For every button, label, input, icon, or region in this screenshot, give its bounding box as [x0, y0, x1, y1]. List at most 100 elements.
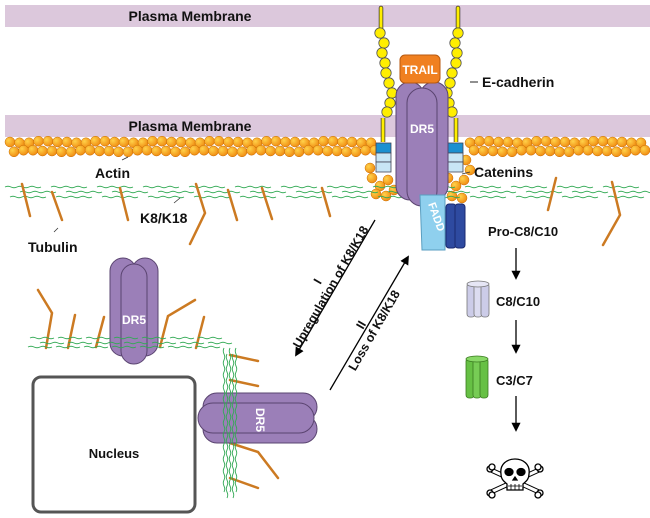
actin-bead — [620, 146, 632, 158]
actin-bead — [246, 144, 257, 156]
actin-bead — [516, 144, 527, 156]
actin-bead — [573, 144, 584, 156]
keratin-filament — [234, 347, 238, 493]
keratin-filament — [571, 190, 609, 194]
keratin-filament — [111, 345, 137, 349]
keratin-filament — [231, 353, 235, 499]
e-cadherin-domain — [380, 67, 392, 79]
keratin-filament — [222, 347, 226, 493]
keratin-filament — [151, 341, 177, 345]
actin-bead — [341, 146, 352, 158]
e-cadherin-domain — [446, 67, 458, 79]
actin-bead — [274, 145, 286, 157]
actin-bead — [346, 136, 358, 148]
actin-bead — [4, 136, 16, 148]
keratin-filament — [525, 190, 563, 194]
dr5-nuclear-receptor: DR5 — [197, 392, 318, 444]
actin-bead — [487, 145, 499, 157]
keratin-filament — [479, 190, 517, 194]
tubulin-rod — [20, 182, 32, 218]
actin-bead — [366, 172, 378, 184]
svg-text:I Upregulation of K8/K18: I Upregulation of K8/K18 — [278, 217, 371, 351]
plasma-membrane-top-label: Plasma Membrane — [129, 8, 252, 24]
actin-bead — [99, 135, 111, 147]
tubulin-rod — [226, 188, 239, 222]
actin-bead — [458, 174, 470, 186]
dr5-membrane-label: DR5 — [410, 122, 434, 136]
actin-bead — [468, 144, 480, 156]
catenins-right — [447, 142, 464, 173]
perinuclear-keratin-front — [222, 347, 238, 499]
actin-bead — [27, 144, 39, 156]
keratin-filament — [50, 185, 88, 189]
e-cadherin-domain — [378, 37, 390, 49]
fadd-adaptor: FADD — [419, 194, 447, 251]
e-cadherin-domain — [376, 47, 388, 59]
nucleus-label: Nucleus — [89, 446, 140, 461]
actin-bead — [46, 145, 58, 157]
actin-bead — [284, 146, 295, 158]
e-cadherin-domain — [381, 106, 393, 118]
keratin-filament — [179, 341, 205, 345]
keratin-filament — [141, 336, 167, 340]
actin-bead — [550, 136, 561, 148]
perinuclear-keratin — [27, 336, 233, 349]
actin-bead — [170, 146, 181, 158]
actin-bead — [559, 136, 571, 148]
actin-bead — [478, 145, 489, 157]
actin-bead — [350, 146, 362, 158]
actin-bead — [360, 144, 371, 156]
keratin-filament — [65, 190, 103, 194]
actin-filament-layer — [4, 135, 650, 204]
svg-text:II Loss of K8/K18: II Loss of K8/K18 — [334, 281, 403, 373]
actin-bead — [597, 135, 609, 147]
tubulin-rod — [228, 441, 280, 480]
actin-bead — [61, 136, 73, 148]
actin-bead — [208, 145, 219, 157]
actin-bead — [141, 144, 153, 156]
actin-bead — [327, 135, 339, 147]
actin-bead — [322, 145, 333, 157]
actin-bead — [588, 135, 599, 147]
keratin-filament — [515, 195, 553, 199]
actin-bead — [289, 136, 301, 148]
actin-bead — [630, 144, 641, 156]
actin-bead — [236, 146, 248, 158]
plasma-membrane-bottom-label: Plasma Membrane — [129, 118, 252, 134]
tubulin-rod — [228, 353, 260, 363]
keratin-filament — [295, 190, 333, 194]
actin-bead — [109, 136, 120, 148]
actin-bead — [531, 135, 542, 147]
actin-bead — [331, 145, 343, 157]
actin-bead — [563, 146, 575, 158]
actin-bead — [18, 144, 29, 156]
actin-bead — [147, 135, 158, 147]
keratin-filament — [19, 190, 57, 194]
e-cadherin-domain — [451, 47, 463, 59]
actin-bead — [175, 136, 187, 148]
actin-bead — [592, 145, 603, 157]
keratin-filament — [167, 345, 193, 349]
actin-bead — [160, 145, 172, 157]
caspase-3-7 — [465, 355, 489, 399]
actin-bead — [232, 136, 244, 148]
actin-bead — [156, 135, 168, 147]
actin-bead — [84, 144, 96, 156]
actin-bead — [554, 146, 565, 158]
keratin-filament — [67, 341, 93, 345]
keratin-filament — [39, 341, 65, 345]
keratin-filament — [101, 195, 139, 199]
actin-bead — [151, 145, 162, 157]
keratin-filament — [607, 195, 645, 199]
keratin-filament — [169, 336, 195, 340]
actin-bead — [90, 135, 101, 147]
dr5-cytoplasmic-label: DR5 — [122, 313, 146, 327]
tubulin-rod — [188, 182, 207, 246]
actin-bead — [118, 136, 130, 148]
actin-bead — [303, 144, 314, 156]
e-cadherin-chains — [374, 5, 464, 142]
actin-bead — [293, 146, 305, 158]
c8-c10-label: C8/C10 — [496, 294, 540, 309]
actin-bead — [213, 135, 225, 147]
actin-label: Actin — [95, 165, 130, 181]
